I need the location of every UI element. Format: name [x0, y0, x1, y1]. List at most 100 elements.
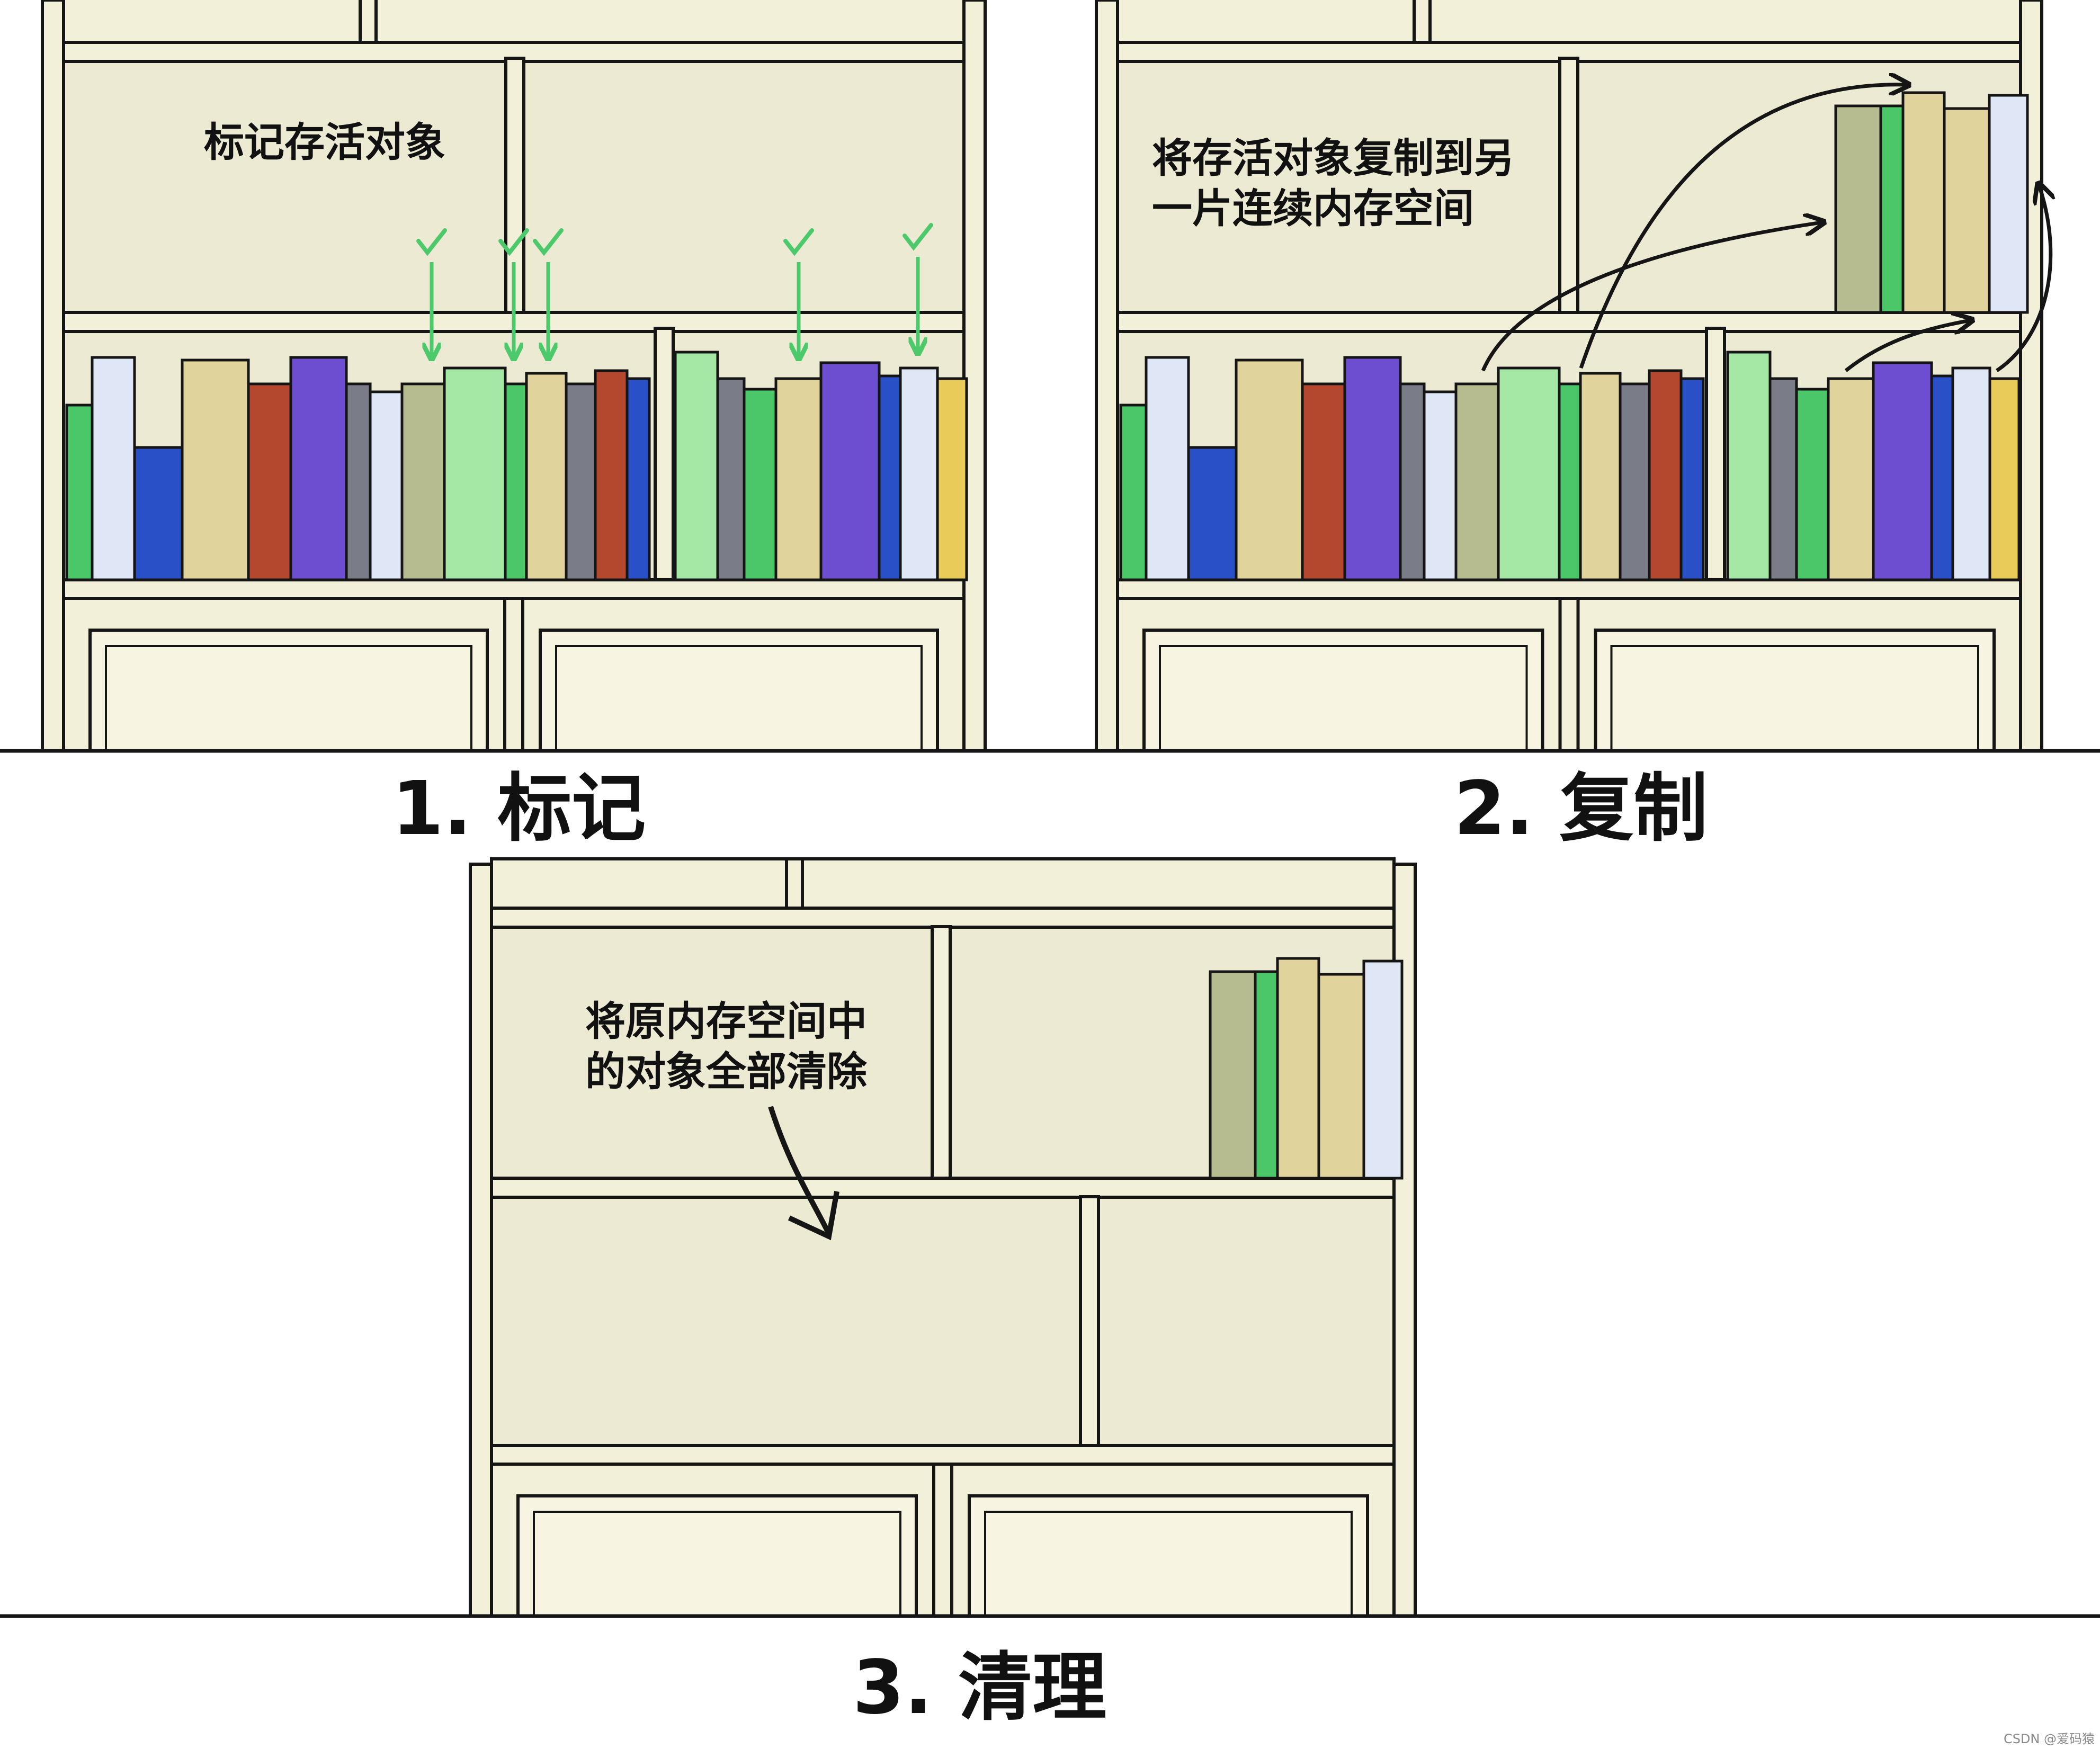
- shelf-board: [64, 580, 964, 599]
- panel-mark: [42, 0, 985, 751]
- shelf-board: [492, 1178, 1394, 1197]
- book: [1400, 384, 1424, 580]
- shelf-board: [1118, 312, 2021, 331]
- panel-clean: [470, 859, 1415, 1616]
- book: [1797, 389, 1828, 580]
- book: [1649, 371, 1681, 580]
- caption-copy: 2. 复制: [1454, 766, 1708, 852]
- top-compartment: [1430, 0, 2021, 45]
- book: [67, 405, 92, 580]
- book: [505, 384, 526, 580]
- top-compartment: [1118, 0, 1414, 45]
- cabinet-side-left: [42, 0, 64, 751]
- book: [595, 371, 627, 580]
- cabinet-side-left: [470, 864, 492, 1616]
- top-compartment: [64, 0, 360, 45]
- book: [879, 376, 900, 580]
- book: [1319, 974, 1364, 1178]
- shelf-board: [492, 1446, 1394, 1465]
- shelf-board: [1118, 580, 2021, 599]
- book: [900, 368, 937, 580]
- top-compartment: [376, 0, 964, 45]
- book: [1188, 447, 1236, 580]
- book: [291, 357, 346, 580]
- note-clean-line-1: 将原内存空间中: [585, 998, 867, 1045]
- book: [1302, 384, 1345, 580]
- book: [1277, 958, 1319, 1178]
- vertical-divider: [1706, 328, 1724, 580]
- drawer-panel: [556, 646, 922, 751]
- shelf-board: [492, 908, 1394, 927]
- book: [1620, 384, 1649, 580]
- book: [1989, 95, 2027, 312]
- book: [370, 392, 402, 580]
- vertical-divider: [932, 927, 950, 1178]
- book: [402, 384, 444, 580]
- cabinet-side-right: [964, 0, 985, 751]
- note-copy-line-2: 一片连续内存空间: [1152, 185, 1474, 232]
- drawer-divider: [934, 1464, 952, 1616]
- book: [1146, 357, 1188, 580]
- book: [566, 384, 595, 580]
- book: [1498, 368, 1559, 580]
- top-compartment: [802, 859, 1394, 911]
- book: [346, 384, 370, 580]
- book: [1990, 379, 2019, 580]
- note-copy-line-1: 将存活对象复制到另: [1152, 134, 1514, 182]
- drawer-divider: [505, 598, 523, 751]
- book: [1828, 379, 1873, 580]
- book: [1681, 379, 1703, 580]
- vertical-divider: [1080, 1197, 1098, 1446]
- book: [1836, 106, 1881, 312]
- top-divider: [1414, 0, 1430, 45]
- book: [1255, 972, 1277, 1178]
- cabinet-side-left: [1096, 0, 1118, 751]
- vertical-divider: [655, 328, 673, 580]
- drawer-panel: [1612, 646, 1979, 751]
- book: [1728, 352, 1770, 580]
- book: [1456, 384, 1498, 580]
- book: [1559, 384, 1580, 580]
- book: [92, 357, 135, 580]
- caption-mark: 1. 标记: [392, 766, 646, 852]
- drawer-panel: [985, 1512, 1352, 1616]
- book: [1236, 360, 1302, 580]
- book: [1873, 363, 1932, 580]
- book: [1944, 109, 1989, 312]
- top-divider: [787, 859, 802, 911]
- drawer-divider: [1560, 598, 1578, 751]
- book: [526, 373, 566, 580]
- top-divider: [360, 0, 376, 45]
- drawer-panel: [106, 646, 471, 751]
- book: [1953, 368, 1990, 580]
- book: [744, 389, 776, 580]
- book: [718, 379, 744, 580]
- book: [1932, 376, 1953, 580]
- book: [135, 447, 182, 580]
- book: [1881, 106, 1903, 312]
- top-compartment: [492, 859, 787, 911]
- book: [627, 379, 649, 580]
- book: [1770, 379, 1797, 580]
- book: [1364, 961, 1402, 1178]
- book: [444, 368, 505, 580]
- book: [182, 360, 248, 580]
- book: [1121, 405, 1146, 580]
- book: [1903, 93, 1944, 312]
- book: [776, 379, 821, 580]
- book: [1345, 357, 1400, 580]
- book: [248, 384, 291, 580]
- drawer-panel: [1160, 646, 1527, 751]
- book: [1580, 373, 1620, 580]
- book: [675, 352, 718, 580]
- note-clean-line-2: 的对象全部清除: [585, 1048, 868, 1095]
- book: [1424, 392, 1456, 580]
- book: [937, 379, 967, 580]
- book: [1210, 972, 1255, 1178]
- note-mark: 标记存活对象: [204, 119, 445, 166]
- panel-copy: [1096, 0, 2042, 751]
- vertical-divider: [1560, 58, 1578, 312]
- book: [821, 363, 879, 580]
- caption-clean: 3. 清理: [853, 1645, 1106, 1731]
